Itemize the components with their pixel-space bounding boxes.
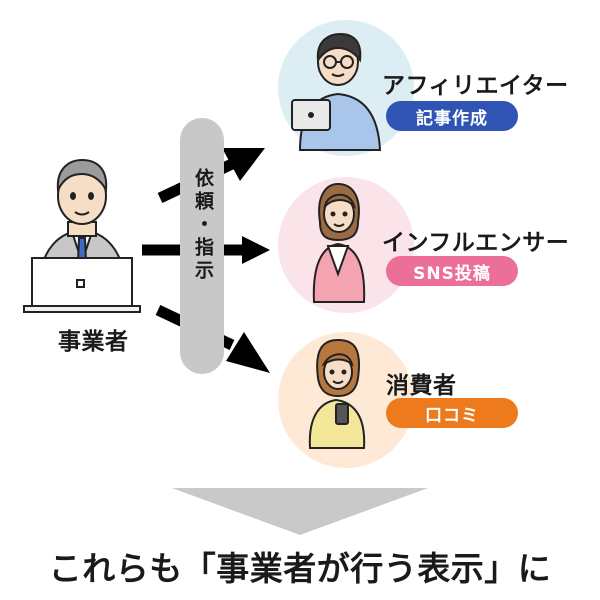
affiliater-name: アフィリエイター (382, 73, 569, 99)
affiliater-illustration (291, 32, 382, 151)
influencer-name: インフルエンサー (382, 230, 570, 256)
influencer-tag: SNS投稿 (386, 256, 518, 286)
consumer-tag: 口コミ (386, 398, 518, 428)
business-person-illustration (23, 158, 141, 313)
conclusion-caption: これらも「事業者が行う表示」に (48, 549, 552, 588)
down-arrow (172, 488, 428, 535)
instruction-bar (180, 118, 224, 374)
instruction-label: 依頼・指示 (192, 168, 214, 283)
influencer-illustration (312, 182, 366, 303)
business-label: 事業者 (58, 329, 129, 355)
consumer-illustration (308, 338, 366, 449)
consumer-name: 消費者 (386, 373, 457, 399)
affiliater-tag: 記事作成 (386, 101, 518, 131)
